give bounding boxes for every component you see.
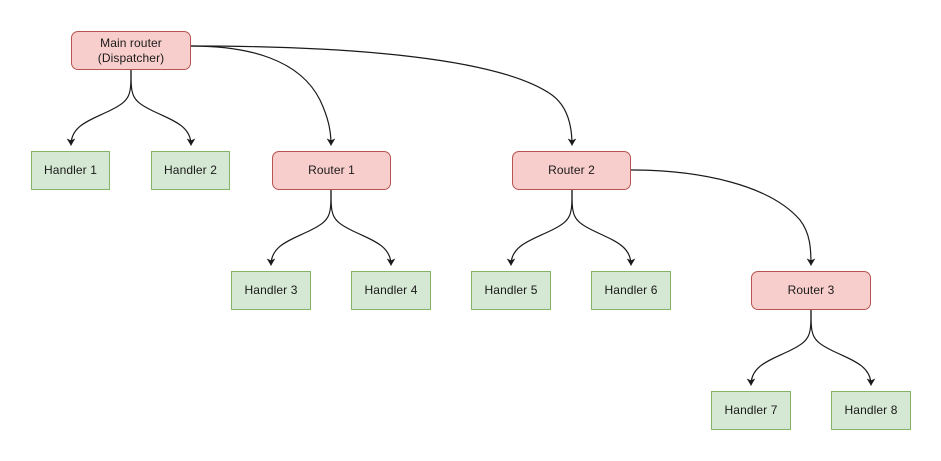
node-router-3-label: Router 3 [787,283,835,297]
edge-router-3-to-handler-7 [746,309,812,386]
edge-router-1-to-handler-3 [266,189,332,266]
node-handler-7[interactable]: Handler 7 [711,391,791,430]
node-handler-4-label: Handler 4 [364,283,418,297]
node-handler-6-label: Handler 6 [604,283,658,297]
edge-router-2-to-handler-6 [571,189,636,266]
edge-router-1-to-handler-4 [330,189,396,266]
edge-main-router-to-handler-2 [130,69,196,146]
node-handler-2[interactable]: Handler 2 [151,151,230,190]
node-handler-5-label: Handler 5 [484,283,538,297]
node-router-3[interactable]: Router 3 [751,271,871,310]
node-main-router[interactable]: Main router (Dispatcher) [71,31,191,70]
node-router-2[interactable]: Router 2 [512,151,631,190]
node-handler-6[interactable]: Handler 6 [591,271,671,310]
node-handler-7-label: Handler 7 [724,403,778,417]
edge-main-router-to-router-1 [190,45,336,146]
node-handler-1[interactable]: Handler 1 [31,151,110,190]
node-main-router-label: Main router (Dispatcher) [97,35,165,65]
edge-main-router-to-handler-1 [66,69,132,146]
edge-router-2-to-router-3 [630,169,816,266]
node-handler-8-label: Handler 8 [844,403,898,417]
node-router-1-label: Router 1 [308,163,355,177]
node-handler-4[interactable]: Handler 4 [351,271,431,310]
node-handler-5[interactable]: Handler 5 [471,271,551,310]
edges-group [66,45,876,386]
node-handler-3[interactable]: Handler 3 [231,271,311,310]
node-handler-1-label: Handler 1 [44,163,97,177]
edge-router-2-to-handler-5 [506,189,573,266]
edge-router-3-to-handler-8 [810,309,876,386]
node-router-2-label: Router 2 [548,163,595,177]
node-router-1[interactable]: Router 1 [272,151,391,190]
node-handler-8[interactable]: Handler 8 [831,391,911,430]
node-handler-3-label: Handler 3 [244,283,298,297]
edge-main-router-to-router-2 [190,45,577,146]
node-handler-2-label: Handler 2 [164,163,217,177]
